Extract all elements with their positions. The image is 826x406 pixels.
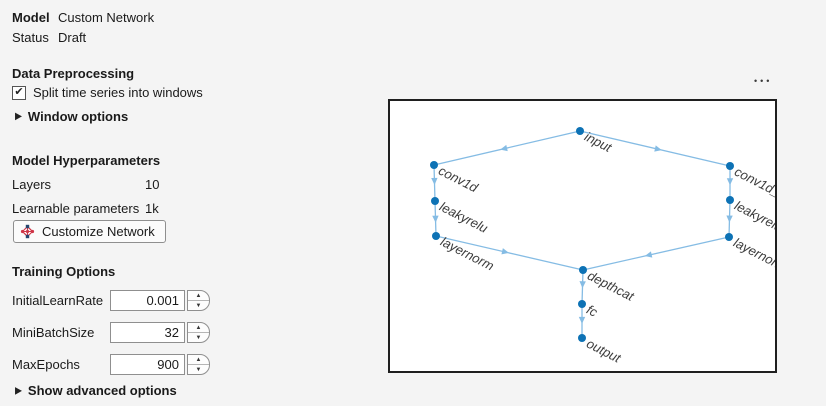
graph-node-conv1d xyxy=(430,161,438,169)
graph-node-label-layernorm_1: layernorm_1 xyxy=(731,235,775,281)
graph-node-layernorm_1 xyxy=(725,233,733,241)
mini-batch-size-row: MiniBatchSize ▲ ▼ xyxy=(12,322,210,343)
graph-node-label-conv1d: conv1d xyxy=(436,163,481,196)
stepper-down-icon[interactable]: ▼ xyxy=(195,366,202,373)
mini-batch-size-stepper: ▲ ▼ xyxy=(187,322,210,343)
max-epochs-stepper: ▲ ▼ xyxy=(187,354,210,375)
chevron-right-icon: ▶ xyxy=(15,384,22,396)
graph-node-output xyxy=(578,334,586,342)
model-value: Custom Network xyxy=(58,10,155,25)
model-row: Model Custom Network xyxy=(12,10,154,25)
graph-node-depthcat xyxy=(579,266,587,274)
learnable-parameters-value: 1k xyxy=(145,201,159,216)
initial-learn-rate-input[interactable] xyxy=(110,290,185,311)
layers-label: Layers xyxy=(12,177,52,192)
status-row: Status Draft xyxy=(12,30,86,45)
graph-node-label-depthcat: depthcat xyxy=(585,268,637,305)
stepper-up-icon[interactable]: ▲ xyxy=(188,355,209,365)
section-training-options: Training Options xyxy=(12,264,116,279)
graph-node-input xyxy=(576,127,584,135)
graph-node-leakyrelu_1 xyxy=(726,196,734,204)
show-advanced-options-toggle[interactable]: ▶ Show advanced options xyxy=(15,383,177,398)
graph-node-fc xyxy=(578,300,586,308)
stepper-down-icon[interactable]: ▼ xyxy=(195,302,202,309)
section-model-hyperparameters: Model Hyperparameters xyxy=(12,153,161,168)
graph-node-layernorm xyxy=(432,232,440,240)
mini-batch-size-input[interactable] xyxy=(110,322,185,343)
max-epochs-input[interactable] xyxy=(110,354,185,375)
graph-node-label-input: input xyxy=(582,129,615,156)
window-options-toggle[interactable]: ▶ Window options xyxy=(15,109,128,124)
model-label: Model xyxy=(12,10,50,25)
layers-row: Layers 10 xyxy=(12,177,159,192)
graph-node-label-leakyrelu: leakyrelu xyxy=(437,199,490,236)
customize-network-button[interactable]: Customize Network xyxy=(13,220,166,243)
section-data-preprocessing: Data Preprocessing xyxy=(12,66,135,81)
stepper-up-icon[interactable]: ▲ xyxy=(188,323,209,333)
learnable-parameters-row: Learnable parameters 1k xyxy=(12,201,159,216)
max-epochs-row: MaxEpochs ▲ ▼ xyxy=(12,354,210,375)
graph-node-conv1d_1 xyxy=(726,162,734,170)
status-label: Status xyxy=(12,30,49,45)
initial-learn-rate-label: InitialLearnRate xyxy=(12,293,104,308)
stepper-down-icon[interactable]: ▼ xyxy=(195,334,202,341)
graph-node-label-fc: fc xyxy=(584,302,600,320)
status-value: Draft xyxy=(58,30,87,45)
layers-value: 10 xyxy=(145,177,160,192)
graph-node-label-output: output xyxy=(584,336,624,366)
split-time-series-label: Split time series into windows xyxy=(33,85,203,100)
network-graph: inputconv1dleakyrelulayernormconv1d_1lea… xyxy=(430,127,775,366)
window-options-label: Window options xyxy=(27,109,129,124)
graph-node-label-layernorm: layernorm xyxy=(438,234,496,274)
stepper-up-icon[interactable]: ▲ xyxy=(188,291,209,301)
network-icon xyxy=(20,224,35,239)
learnable-parameters-label: Learnable parameters xyxy=(12,201,140,216)
split-time-series-row: ✔ Split time series into windows xyxy=(12,85,203,100)
show-advanced-options-label: Show advanced options xyxy=(27,383,177,398)
graph-node-leakyrelu xyxy=(431,197,439,205)
initial-learn-rate-stepper: ▲ ▼ xyxy=(187,290,210,311)
split-time-series-checkbox[interactable]: ✔ xyxy=(12,85,26,100)
customize-network-label: Customize Network xyxy=(42,224,155,239)
chevron-right-icon: ▶ xyxy=(15,110,22,122)
initial-learn-rate-row: InitialLearnRate ▲ ▼ xyxy=(12,290,210,311)
overflow-menu-button[interactable]: ••• xyxy=(754,76,773,86)
max-epochs-label: MaxEpochs xyxy=(12,357,80,372)
mini-batch-size-label: MiniBatchSize xyxy=(12,325,95,340)
